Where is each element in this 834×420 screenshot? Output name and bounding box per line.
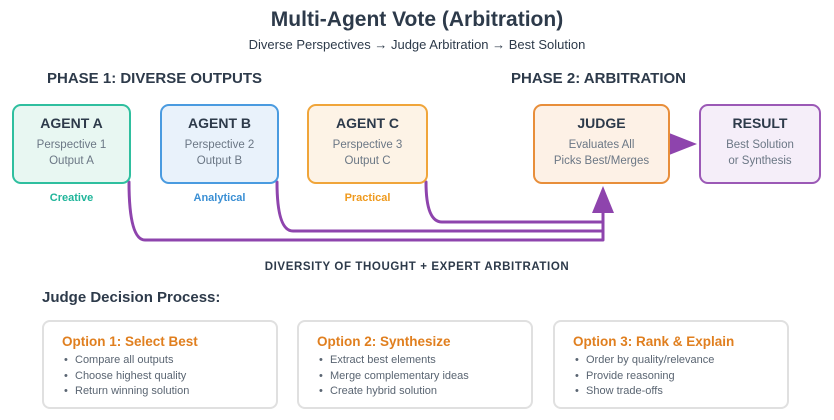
process-heading: Judge Decision Process:: [42, 289, 221, 306]
option-2-title: Option 2: Synthesize: [317, 334, 451, 349]
diagram-subtitle: Diverse Perspectives → Judge Arbitration…: [248, 37, 586, 52]
option-1-list: Compare all outputs Choose highest quali…: [64, 353, 189, 400]
result-node: RESULT Best Solution or Synthesis: [699, 104, 821, 184]
list-item: Provide reasoning: [575, 369, 714, 385]
agent-a-title: AGENT A: [40, 115, 103, 131]
result-title: RESULT: [732, 115, 788, 131]
judge-line-2: Picks Best/Merges: [553, 155, 650, 167]
connector-agent-b-to-judge: [275, 180, 605, 233]
arrowhead-to-result: [664, 131, 697, 157]
agent-a-output: Output A: [49, 155, 94, 167]
connector-agent-c-to-judge: [424, 180, 605, 224]
judge-node: JUDGE Evaluates All Picks Best/Merges: [533, 104, 670, 184]
agent-a-tag: Creative: [49, 192, 94, 204]
list-item: Show trade-offs: [575, 384, 714, 400]
option-3-card: Option 3: Rank & Explain Order by qualit…: [553, 320, 789, 409]
connector-agent-a-to-judge: [127, 180, 605, 242]
judge-title: JUDGE: [577, 115, 626, 131]
option-3-list: Order by quality/relevance Provide reaso…: [575, 353, 714, 400]
list-item: Compare all outputs: [64, 353, 189, 369]
agent-c-node: AGENT C Perspective 3 Output C: [307, 104, 428, 184]
result-line-1: Best Solution: [726, 139, 794, 151]
agent-b-tag: Analytical: [193, 192, 246, 204]
phase-2-heading: PHASE 2: ARBITRATION: [511, 70, 687, 87]
agent-c-output: Output C: [344, 155, 391, 167]
option-2-list: Extract best elements Merge complementar…: [319, 353, 469, 400]
agent-b-perspective: Perspective 2: [184, 139, 255, 151]
agent-b-output: Output B: [196, 155, 243, 167]
phase-1-heading: PHASE 1: DIVERSE OUTPUTS: [47, 70, 263, 87]
list-item: Merge complementary ideas: [319, 369, 469, 385]
arrowhead-to-judge: [592, 186, 614, 213]
result-line-2: or Synthesis: [728, 155, 792, 167]
list-item: Return winning solution: [64, 384, 189, 400]
agent-a-node: AGENT A Perspective 1 Output A: [12, 104, 131, 184]
agent-b-title: AGENT B: [188, 115, 251, 131]
option-1-card: Option 1: Select Best Compare all output…: [42, 320, 278, 409]
agent-c-perspective: Perspective 3: [332, 139, 403, 151]
diagram-title: Multi-Agent Vote (Arbitration): [270, 8, 564, 31]
list-item: Choose highest quality: [64, 369, 189, 385]
agent-a-perspective: Perspective 1: [36, 139, 107, 151]
judge-line-1: Evaluates All: [568, 139, 635, 151]
option-1-title: Option 1: Select Best: [62, 334, 198, 349]
option-3-title: Option 3: Rank & Explain: [573, 334, 735, 349]
option-2-card: Option 2: Synthesize Extract best elemen…: [297, 320, 533, 409]
agent-c-title: AGENT C: [336, 115, 399, 131]
agent-c-tag: Practical: [344, 192, 391, 204]
diagram-tagline: DIVERSITY OF THOUGHT + EXPERT ARBITRATIO…: [264, 261, 570, 273]
list-item: Extract best elements: [319, 353, 469, 369]
agent-b-node: AGENT B Perspective 2 Output B: [160, 104, 279, 184]
list-item: Create hybrid solution: [319, 384, 469, 400]
list-item: Order by quality/relevance: [575, 353, 714, 369]
